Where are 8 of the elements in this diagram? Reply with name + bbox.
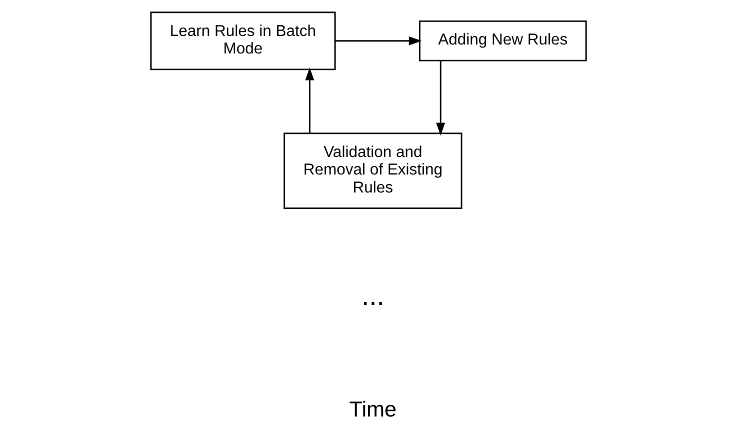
arrow xyxy=(335,36,422,46)
node-box: Adding New Rules xyxy=(418,20,587,62)
node-box: Validation and Removal of Existing Rules xyxy=(284,132,462,209)
label: Time xyxy=(349,396,397,422)
arrow xyxy=(436,60,446,136)
label: ... xyxy=(361,280,384,312)
arrow xyxy=(305,67,314,134)
node-box: Learn Rules in Batch Mode xyxy=(150,12,336,70)
